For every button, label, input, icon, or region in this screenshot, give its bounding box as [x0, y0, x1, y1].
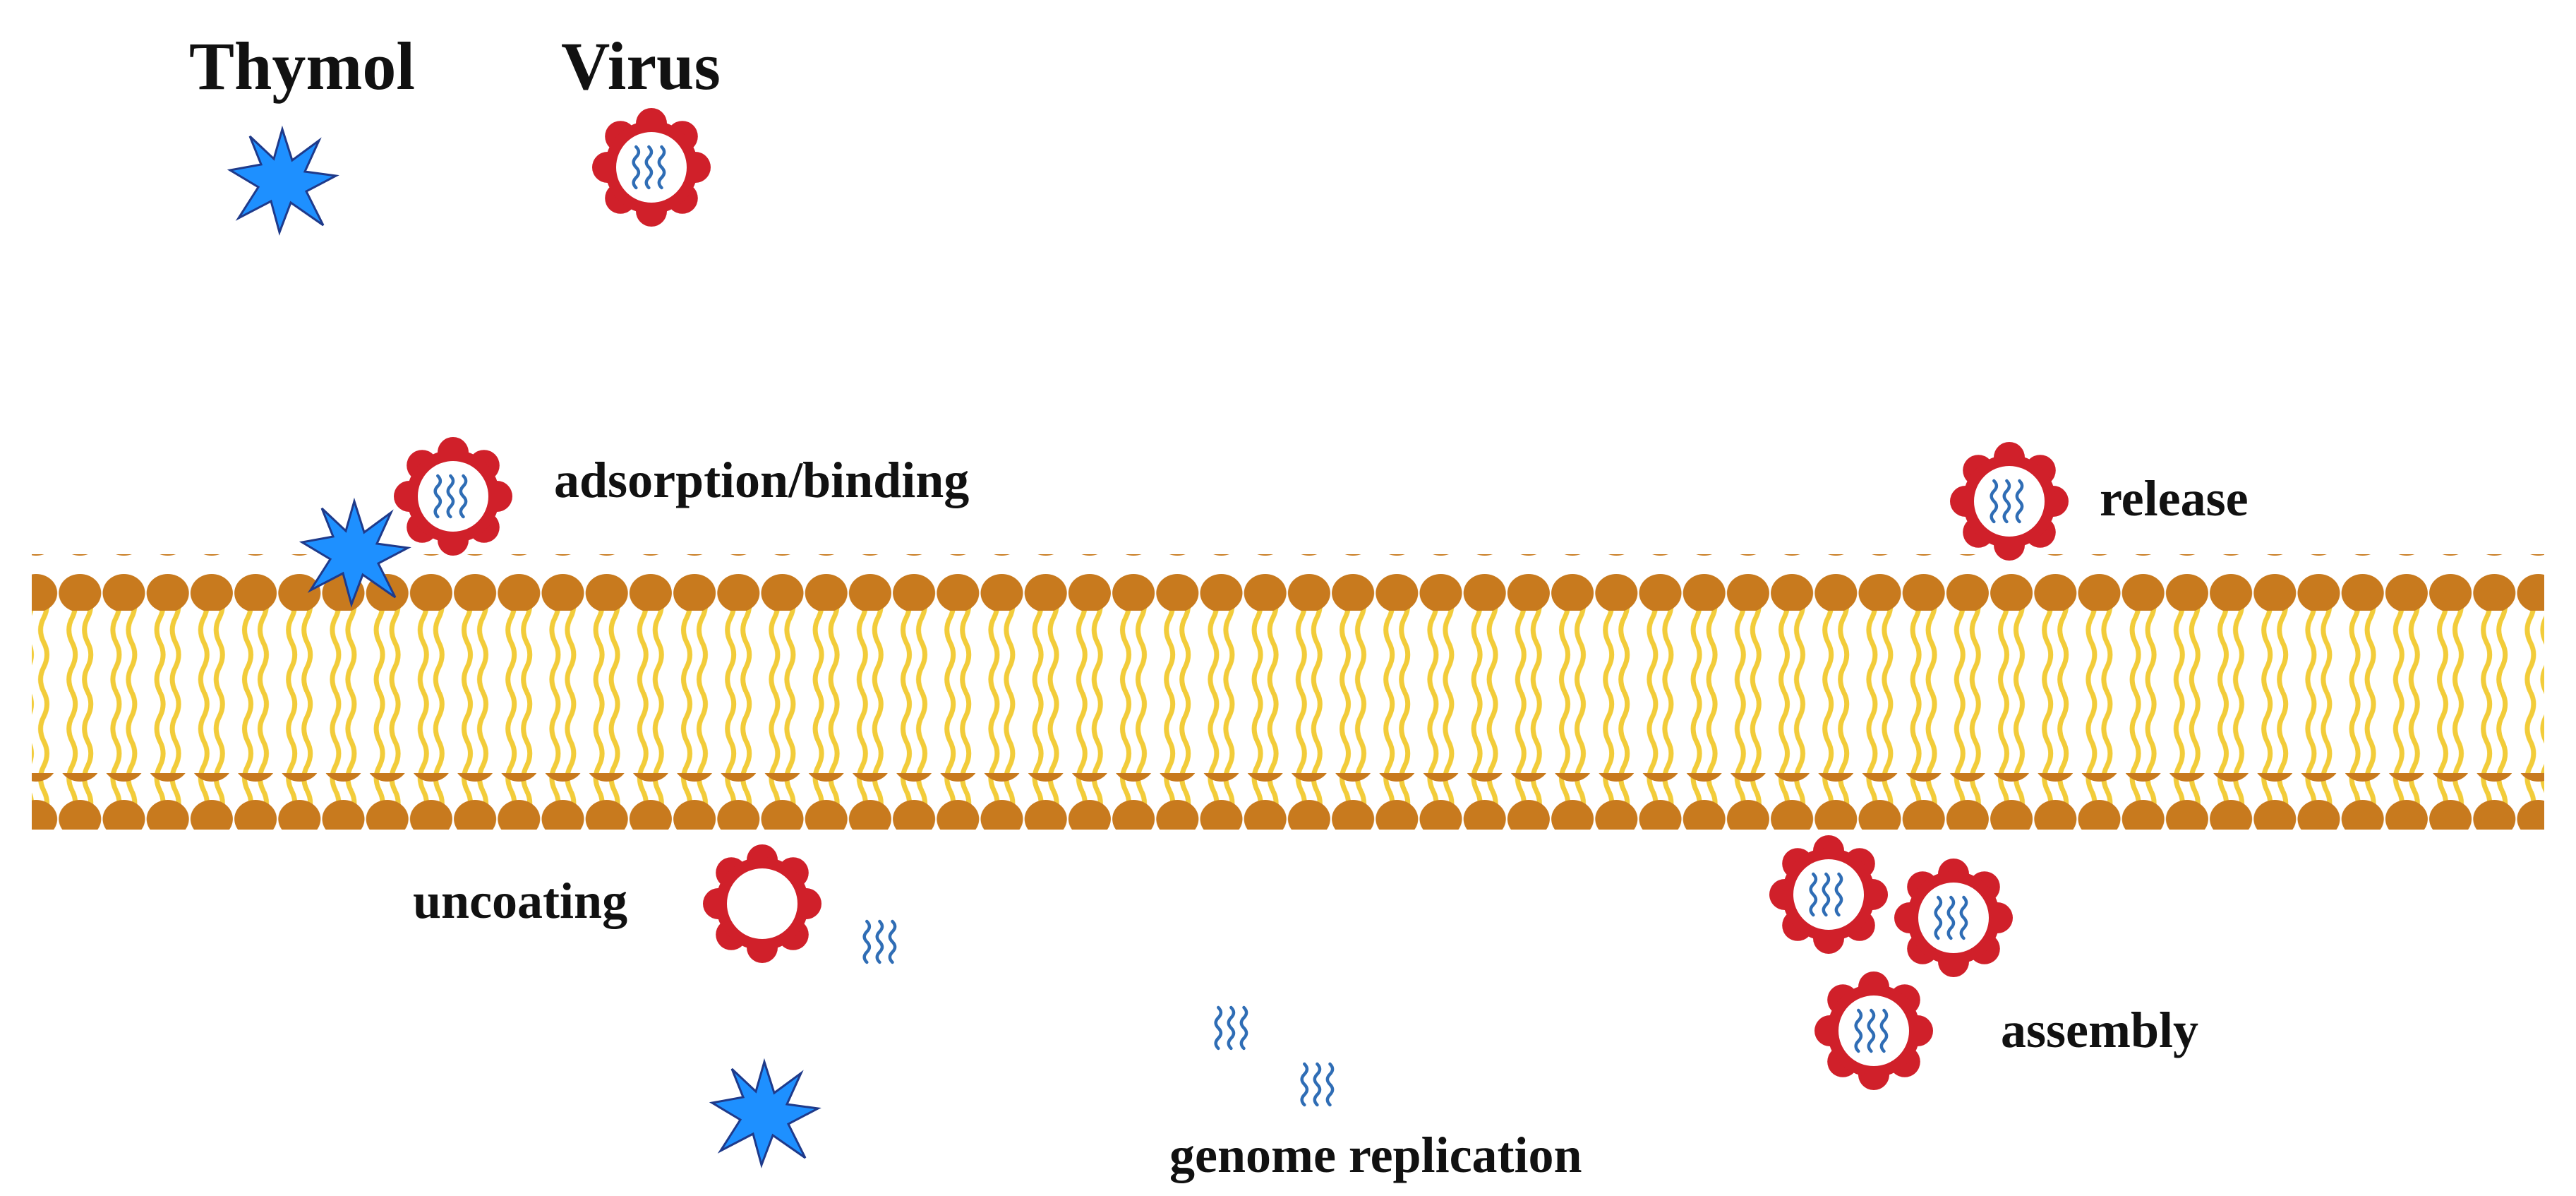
virus-icon: [1894, 859, 2013, 977]
stage-adsorption: adsorption/binding: [301, 437, 969, 606]
legend: Thymol Virus: [189, 28, 721, 234]
thymol-icon: [711, 1060, 819, 1166]
stage-replication: genome replication: [1169, 1007, 1582, 1183]
uncoating-label: uncoating: [413, 873, 627, 929]
virus-icon: [394, 437, 512, 556]
stage-uncoating: uncoating: [413, 844, 895, 963]
membrane-upper-tails: [32, 607, 2544, 706]
virus-icon: [1814, 971, 1933, 1090]
thymol-legend-icon: [229, 128, 337, 234]
adsorption-label: adsorption/binding: [554, 452, 969, 508]
replication-label: genome replication: [1169, 1127, 1582, 1183]
assembly-label: assembly: [2001, 1002, 2198, 1058]
virus-legend-label: Virus: [561, 28, 721, 104]
virus-icon: [1769, 835, 1888, 954]
rna-genome-icon: [1302, 1064, 1332, 1105]
rna-genome-icon: [1216, 1007, 1246, 1048]
rna-genome-icon: [865, 921, 895, 962]
stage-release: release: [1950, 442, 2249, 561]
stage-assembly: assembly: [1769, 835, 2198, 1090]
thymol-legend-label: Thymol: [189, 28, 415, 104]
virus-icon: [1950, 442, 2069, 561]
empty-capsid-icon: [703, 844, 821, 963]
release-label: release: [2100, 470, 2249, 527]
cell-membrane: [32, 554, 2544, 830]
membrane-upper-heads: [32, 554, 2544, 611]
membrane-lower-heads: [32, 773, 2544, 830]
virus-legend-icon: [592, 108, 711, 227]
